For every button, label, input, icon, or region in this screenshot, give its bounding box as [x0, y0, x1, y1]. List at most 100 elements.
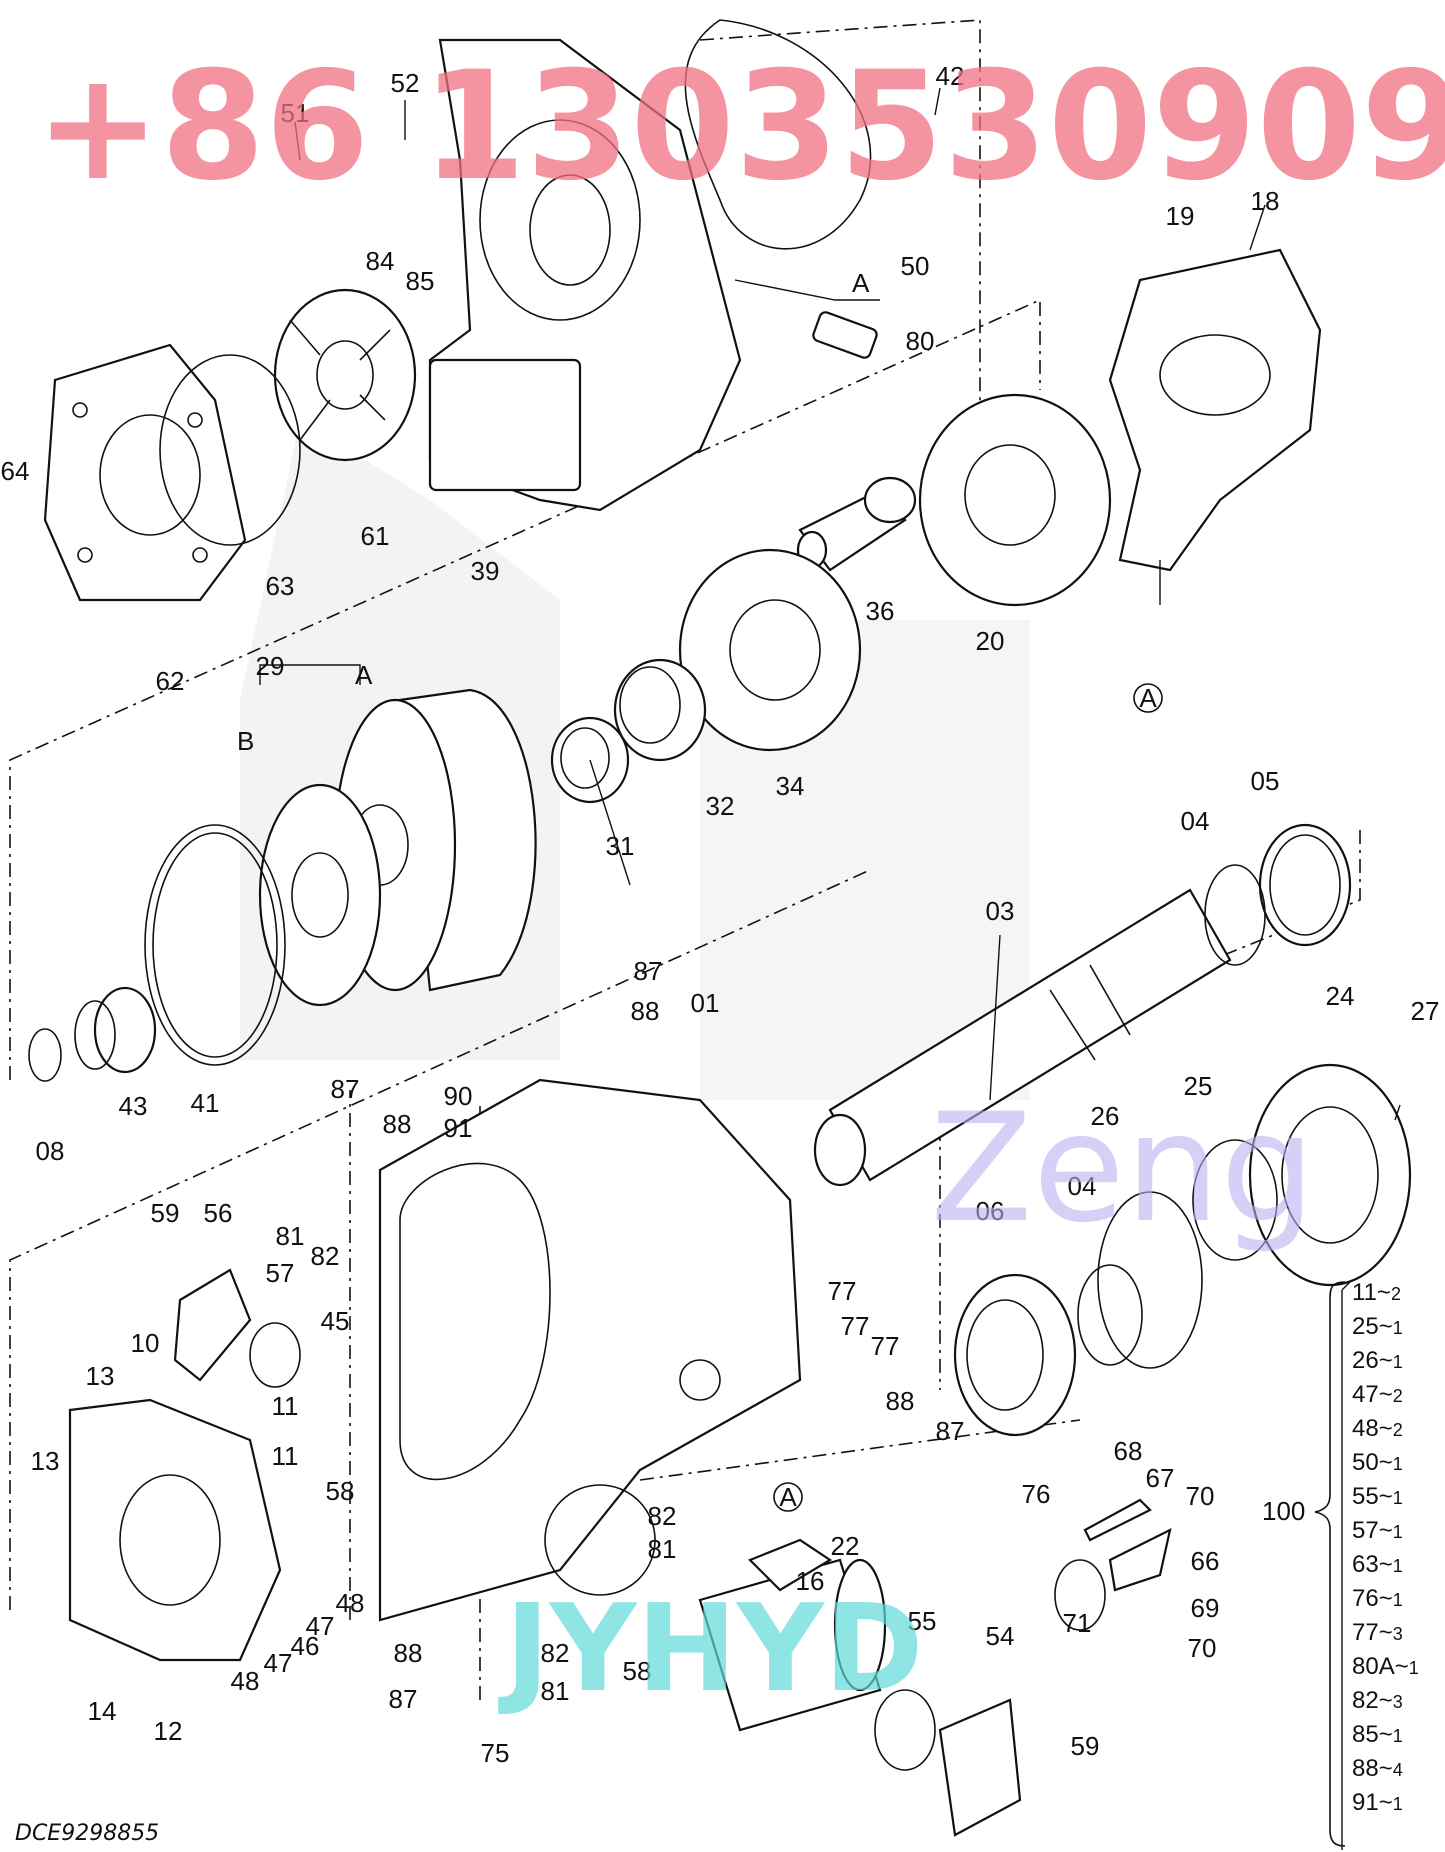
part-label-31: 31: [606, 831, 635, 861]
part-label-22: 22: [831, 1531, 860, 1561]
part-label-91: 91: [444, 1113, 473, 1143]
part-label-48: 48: [336, 1588, 365, 1618]
part-label-59: 59: [151, 1198, 180, 1228]
part-36-piston: [796, 476, 917, 572]
part-label-48-2: 48: [231, 1666, 260, 1696]
part-label-46: 46: [291, 1631, 320, 1661]
part-label-88: 88: [631, 996, 660, 1026]
part-label-69: 69: [1191, 1593, 1220, 1623]
part-label-77: 77: [828, 1276, 857, 1306]
kit-item-91: 91~1: [1352, 1789, 1403, 1816]
kit-item-77: 77~3: [1352, 1619, 1403, 1646]
part-32-bushing: [613, 658, 707, 762]
part-label-08: 08: [36, 1136, 65, 1166]
part-label-26: 26: [1091, 1101, 1120, 1131]
part-41-o-ring: [144, 824, 286, 1066]
part-label-19: 19: [1166, 201, 1195, 231]
part-label-77-3: 77: [871, 1331, 900, 1361]
part-label-71: 71: [1063, 1608, 1092, 1638]
part-label-70-2: 70: [1188, 1633, 1217, 1663]
kit-item-63: 63~1: [1352, 1551, 1403, 1578]
part-01-pump-casing: [378, 1078, 802, 1622]
part-label-13-2: 13: [31, 1446, 60, 1476]
part-label-66: 66: [1191, 1546, 1220, 1576]
part-label-13: 13: [86, 1361, 115, 1391]
part-label-39: 39: [471, 556, 500, 586]
part-80-sensor: [812, 311, 878, 359]
part-label-58-2: 58: [623, 1656, 652, 1686]
part-50-gasket: [684, 19, 872, 250]
part-label-57: 57: [266, 1258, 295, 1288]
part-label-88-4: 88: [394, 1638, 423, 1668]
part-label-47: 47: [306, 1611, 335, 1641]
part-label-45: 45: [321, 1306, 350, 1336]
part-label-81-3: 81: [541, 1676, 570, 1706]
part-label-82-3: 82: [541, 1638, 570, 1668]
part-label-16: 16: [796, 1566, 825, 1596]
part-label-75: 75: [481, 1738, 510, 1768]
part-label-87: 87: [634, 956, 663, 986]
part-label-77-2: 77: [841, 1311, 870, 1341]
kit-item-11: 11~2: [1352, 1279, 1401, 1306]
part-24-flange: [1248, 1063, 1412, 1287]
part-label-51: 51: [281, 98, 310, 128]
part-label-62: 62: [156, 666, 185, 696]
part-label-04: 04: [1181, 806, 1210, 836]
callout-a-80: A: [852, 268, 870, 298]
part-label-47-2: 47: [264, 1648, 293, 1678]
part-label-87-4: 87: [389, 1684, 418, 1714]
part-label-50: 50: [901, 251, 930, 281]
part-label-20: 20: [976, 626, 1005, 656]
kit-item-55: 55~1: [1352, 1483, 1403, 1510]
part-54-cover: [938, 1698, 1022, 1837]
part-16-spool: [698, 1558, 887, 1732]
part-08-snap-ring: [28, 1028, 62, 1082]
part-label-06: 06: [976, 1196, 1005, 1226]
reference-code: DCE9298855: [15, 1821, 159, 1846]
part-18-swash-plate: [1108, 248, 1322, 572]
part-label-34: 34: [776, 771, 805, 801]
kit-item-80A: 80A~1: [1352, 1653, 1419, 1680]
kit-item-82: 82~3: [1352, 1687, 1403, 1714]
part-label-87-3: 87: [936, 1416, 965, 1446]
part-label-76: 76: [1022, 1479, 1051, 1509]
part-label-85: 85: [406, 266, 435, 296]
part-05-ring: [1258, 823, 1352, 947]
kit-item-47: 47~2: [1352, 1381, 1403, 1408]
svg-text:A: A: [1139, 683, 1157, 713]
part-label-90: 90: [444, 1081, 473, 1111]
part-label-12: 12: [154, 1716, 183, 1746]
kit-item-26: 26~1: [1352, 1347, 1403, 1374]
part-label-04-2: 04: [1068, 1171, 1097, 1201]
part-label-18: 18: [1251, 186, 1280, 216]
part-label-88-3: 88: [886, 1386, 915, 1416]
part-label-63: 63: [266, 571, 295, 601]
watermark-jyhyd: JYHYD: [498, 1580, 923, 1719]
part-label-01: 01: [691, 988, 720, 1018]
part-39-housing: [428, 38, 742, 512]
part-label-61: 61: [361, 521, 390, 551]
callout-a-29: A: [355, 660, 373, 690]
watermark-zeng: Zeng: [930, 1082, 1315, 1256]
part-25-seal: [1192, 1139, 1278, 1261]
part-06-bearing: [953, 1273, 1077, 1437]
part-label-54: 54: [986, 1621, 1015, 1651]
part-label-70: 70: [1186, 1481, 1215, 1511]
part-20-plate: [918, 393, 1112, 607]
part-label-32: 32: [706, 791, 735, 821]
kit-item-76: 76~1: [1352, 1585, 1403, 1612]
kit-item-57: 57~1: [1352, 1517, 1403, 1544]
part-label-81-2: 81: [648, 1534, 677, 1564]
part-label-64: 64: [1, 456, 30, 486]
part-label-11-2: 11: [272, 1441, 299, 1471]
part-26-o-ring: [1097, 1191, 1203, 1369]
part-label-68: 68: [1114, 1436, 1143, 1466]
part-43-bushing: [74, 986, 157, 1074]
part-label-82-2: 82: [648, 1501, 677, 1531]
part-76-o-ring: [1054, 1559, 1106, 1631]
part-label-58: 58: [326, 1476, 355, 1506]
svg-text:A: A: [779, 1482, 797, 1512]
watermark-phone: +86 13035309093: [35, 40, 1445, 214]
